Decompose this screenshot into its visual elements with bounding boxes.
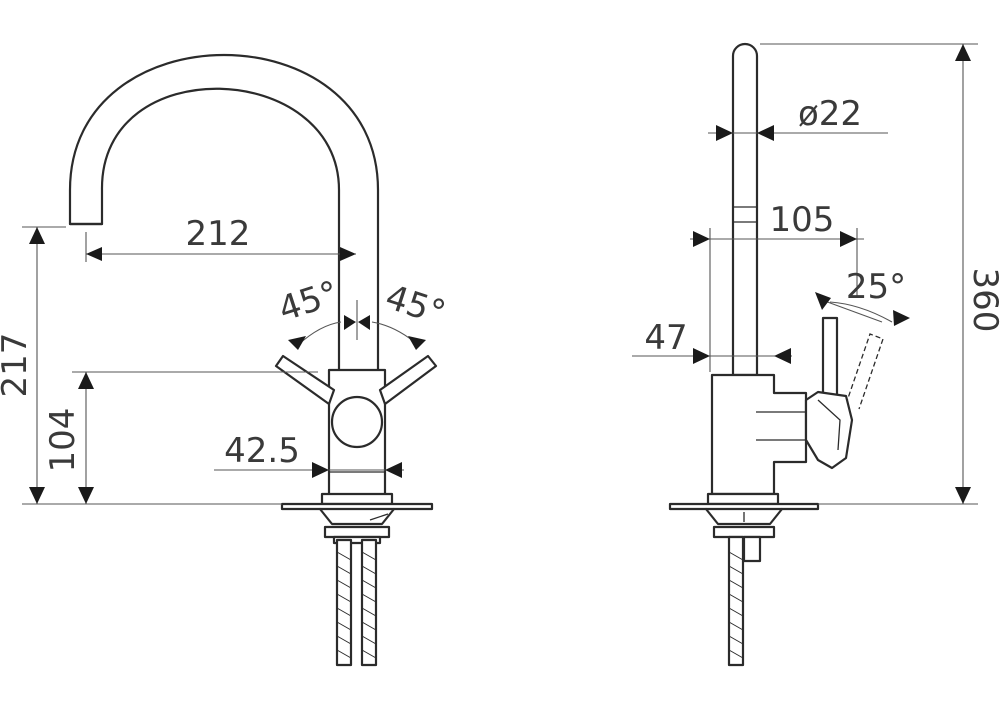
dim-total-height-label: 217 [0, 333, 35, 398]
dim-handle-offset: 105 [690, 200, 864, 372]
dim-reach: 212 [85, 214, 356, 262]
dim-body-width-label: 42.5 [224, 431, 300, 471]
side-spout [731, 42, 759, 377]
dim-handle-angle: 25° [815, 267, 910, 326]
side-lever [804, 316, 884, 470]
front-handles [274, 354, 438, 406]
side-base [668, 492, 820, 563]
dim-tube-diameter-label: ø22 [798, 94, 862, 134]
dim-body-height-label: 104 [43, 408, 83, 473]
dim-handle-offset-label: 105 [770, 200, 835, 240]
front-base [280, 492, 434, 545]
dim-reach-label: 212 [186, 214, 251, 254]
side-hose [727, 535, 745, 667]
front-view: 212 45° 45° 217 [0, 53, 450, 667]
dim-angle-right-label: 45° [381, 277, 451, 334]
dim-handle-angles: 45° 45° [274, 273, 450, 350]
dim-base-offset-label: 47 [644, 318, 687, 358]
front-spout [68, 53, 380, 377]
dim-total-height: 217 [0, 226, 282, 505]
dim-handle-angle-label: 25° [846, 267, 906, 307]
dim-overall-height-label: 360 [965, 268, 1000, 333]
dim-base-offset: 47 [632, 318, 792, 364]
dim-body-width: 42.5 [214, 431, 404, 478]
side-body [710, 373, 808, 496]
front-body [327, 368, 387, 497]
dim-tube-diameter: ø22 [708, 94, 888, 141]
dim-body-height: 104 [43, 371, 318, 504]
dim-angle-left-label: 45° [274, 273, 344, 330]
front-hoses [335, 538, 378, 667]
side-view: ø22 105 25° 47 [632, 42, 1000, 667]
dim-overall-height: 360 [760, 43, 1000, 505]
